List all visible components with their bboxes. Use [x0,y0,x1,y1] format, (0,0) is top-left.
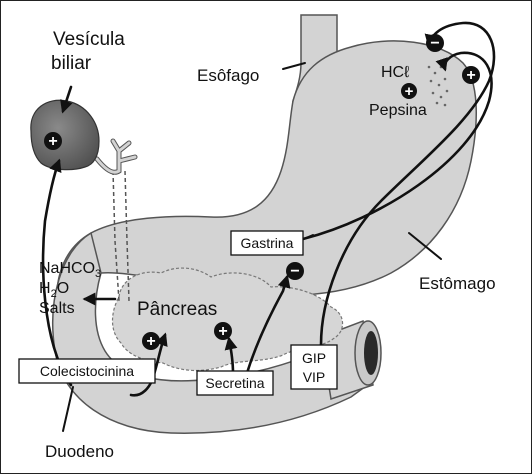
gallbladder-label-line2: biliar [51,53,92,74]
svg-text:+: + [466,67,475,84]
duodenum-label: Duodeno [45,442,114,461]
gallbladder-label-line1: Vesícula [53,29,125,50]
svg-text:Secretina: Secretina [205,375,264,391]
svg-text:−: − [290,263,299,280]
svg-text:+: + [218,323,227,340]
svg-text:Gastrina: Gastrina [241,235,294,251]
svg-text:GIP: GIP [302,350,326,366]
intestine-lumen [364,331,378,375]
svg-text:+: + [48,133,57,150]
svg-text:−: − [430,35,439,52]
stomach-label: Estômago [419,274,496,293]
svg-text:+: + [146,333,155,350]
stomach-minus-sign: − [286,262,304,280]
salts-label: Salts [39,300,75,317]
pancreas-label: Pâncreas [137,299,217,320]
cck-box: Colecistocinina [19,359,155,383]
duodenum-label-arrow [63,387,73,431]
svg-text:Colecistocinina: Colecistocinina [40,363,134,379]
esophagus-label: Esôfago [197,66,259,85]
hcl-plus-sign: + [462,66,480,84]
gip-vip-box: GIP VIP [291,345,337,389]
gallbladder-plus-sign: + [44,132,62,150]
hcl-label: HCℓ [381,64,409,81]
gallbladder [31,100,99,169]
svg-text:+: + [405,83,414,100]
hcl-minus-sign: − [426,34,444,52]
gastrin-box: Gastrina [231,231,303,255]
pancreas-plus-sign-left: + [142,332,160,350]
svg-text:VIP: VIP [303,369,326,385]
pepsin-label: Pepsina [369,102,427,119]
secretin-box: Secretina [197,371,273,395]
pancreas-plus-sign-right: + [214,322,232,340]
